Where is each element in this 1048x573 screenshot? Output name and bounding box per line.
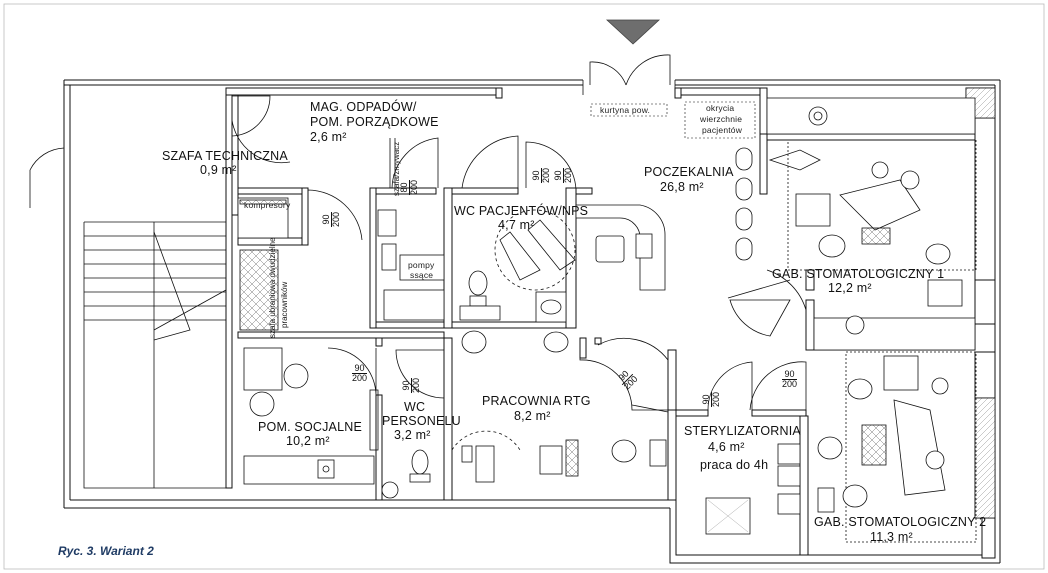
- okrycia-box: [684, 101, 756, 139]
- figure-caption: Ryc. 3. Wariant 2: [58, 544, 154, 558]
- room-poczekalnia-area: 26,8 m²: [660, 180, 704, 194]
- room-wcpac-name: WC PACJENTÓW/NPS: [454, 204, 589, 218]
- szafa-door: [231, 95, 291, 164]
- room-steryl-area: 4,6 m²: [708, 440, 745, 454]
- rtg-equipment: [451, 330, 579, 483]
- note-kurtyna: kurtyna pow.: [600, 105, 651, 115]
- gab1-equipment: [727, 97, 977, 337]
- mag-door: [307, 189, 363, 245]
- room-szafa-area: 0,9 m²: [200, 163, 237, 177]
- room-gab2-name: GAB. STOMATOLOGICZNY 2: [814, 515, 987, 529]
- note-szafa-pracownikow: pracowników: [280, 281, 289, 328]
- note-okrycia1: okrycia: [706, 103, 735, 113]
- waiting-room: [575, 147, 753, 413]
- note-okrycia2: wierzchnie: [700, 114, 743, 124]
- room-pomsoc-name: POM. SOCJALNE: [258, 420, 363, 434]
- wall-hatch: [965, 87, 996, 519]
- room-rtg-name: PRACOWNIA RTG: [482, 394, 591, 408]
- note-pompy1: pompy: [408, 260, 435, 270]
- room-gab1-area: 12,2 m²: [828, 281, 872, 295]
- room-steryl-note: praca do 4h: [700, 458, 769, 472]
- room-steryl-name: STERYLIZATORNIA: [684, 424, 801, 438]
- note-pompy2: ssące: [410, 270, 434, 280]
- room-pomsoc-area: 10,2 m²: [286, 434, 330, 448]
- room-gab1-name: GAB. STOMATOLOGICZNY 1: [772, 267, 945, 281]
- room-wcpac-area: 4,7 m²: [498, 218, 535, 232]
- note-okrycia3: pacjentów: [702, 125, 743, 135]
- room-wcpers-area: 3,2 m²: [394, 428, 431, 442]
- room-wcpers-name1: WC: [404, 400, 426, 414]
- room-mag-name2: POM. PORZĄDKOWE: [310, 115, 439, 129]
- social-room: [243, 347, 379, 485]
- note-kompresory: kompresory: [244, 200, 291, 210]
- note-szafa-ubraniowa: szafa ubraniowa dwudzielne: [268, 237, 277, 338]
- kompresory-box: [237, 197, 289, 239]
- wc-patients-fixtures: [459, 135, 577, 323]
- room-poczekalnia-name: POCZEKALNIA: [644, 165, 734, 179]
- left-door: [29, 146, 65, 208]
- room-rtg-area: 8,2 m²: [514, 409, 551, 423]
- lockers: [239, 249, 279, 331]
- page-frame: [3, 3, 1045, 570]
- entrance-door: [582, 19, 676, 95]
- room-mag-name1: MAG. ODPADÓW/: [310, 100, 417, 114]
- room-mag-area: 2,6 m²: [310, 130, 347, 144]
- room-wcpers-name2: PERSONELU: [382, 414, 461, 428]
- room-szafa-name: SZAFA TECHNICZNA: [162, 149, 288, 163]
- sterilization-equipment: [611, 361, 801, 535]
- room-gab2-area: 11,3 m²: [870, 530, 913, 544]
- wc-staff-fixtures: [381, 349, 445, 499]
- staircase: [83, 221, 227, 489]
- cleaning-equipment: [377, 137, 445, 321]
- kurtyna-box: [590, 103, 668, 117]
- gab2-equipment: [749, 315, 977, 543]
